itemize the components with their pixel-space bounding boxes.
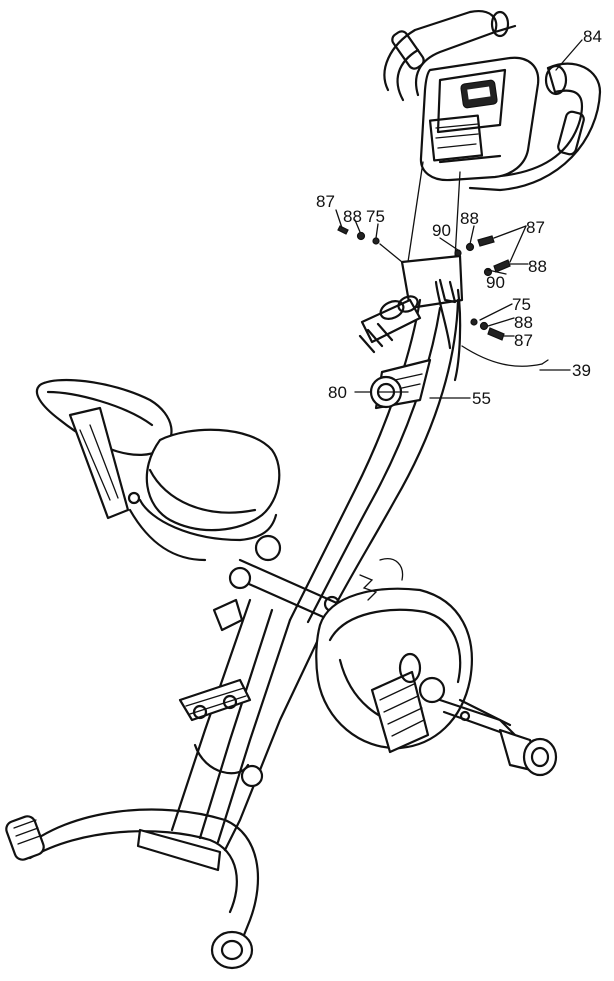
callout-88-top: 88 (460, 209, 479, 228)
hardware-left (335, 209, 403, 263)
handlebar (383, 10, 602, 192)
leader-lines (354, 39, 583, 399)
callout-87-top: 87 (526, 218, 545, 237)
front-stabilizer (458, 698, 558, 777)
callout-87-left: 87 (316, 192, 335, 211)
callout-90-mid: 90 (486, 273, 505, 292)
callout-80: 80 (328, 383, 347, 402)
flywheel-housing (315, 558, 522, 754)
callout-75-right: 75 (512, 295, 531, 314)
callout-88-mid: 88 (528, 257, 547, 276)
seat (35, 378, 281, 562)
callout-39: 39 (572, 361, 591, 380)
callout-84: 84 (583, 27, 602, 46)
stem-tube (288, 161, 549, 627)
callout-88-right: 88 (514, 313, 533, 332)
callout-88-left: 88 (343, 207, 362, 226)
callout-87-right: 87 (514, 331, 533, 350)
callout-labels: 84 87 88 75 90 88 87 88 90 75 88 87 39 8… (316, 27, 602, 408)
rear-stabilizer (5, 808, 260, 970)
callout-75-left: 75 (366, 207, 385, 226)
callout-55: 55 (472, 389, 491, 408)
callout-90-top: 90 (432, 221, 451, 240)
hardware-right (439, 225, 529, 341)
